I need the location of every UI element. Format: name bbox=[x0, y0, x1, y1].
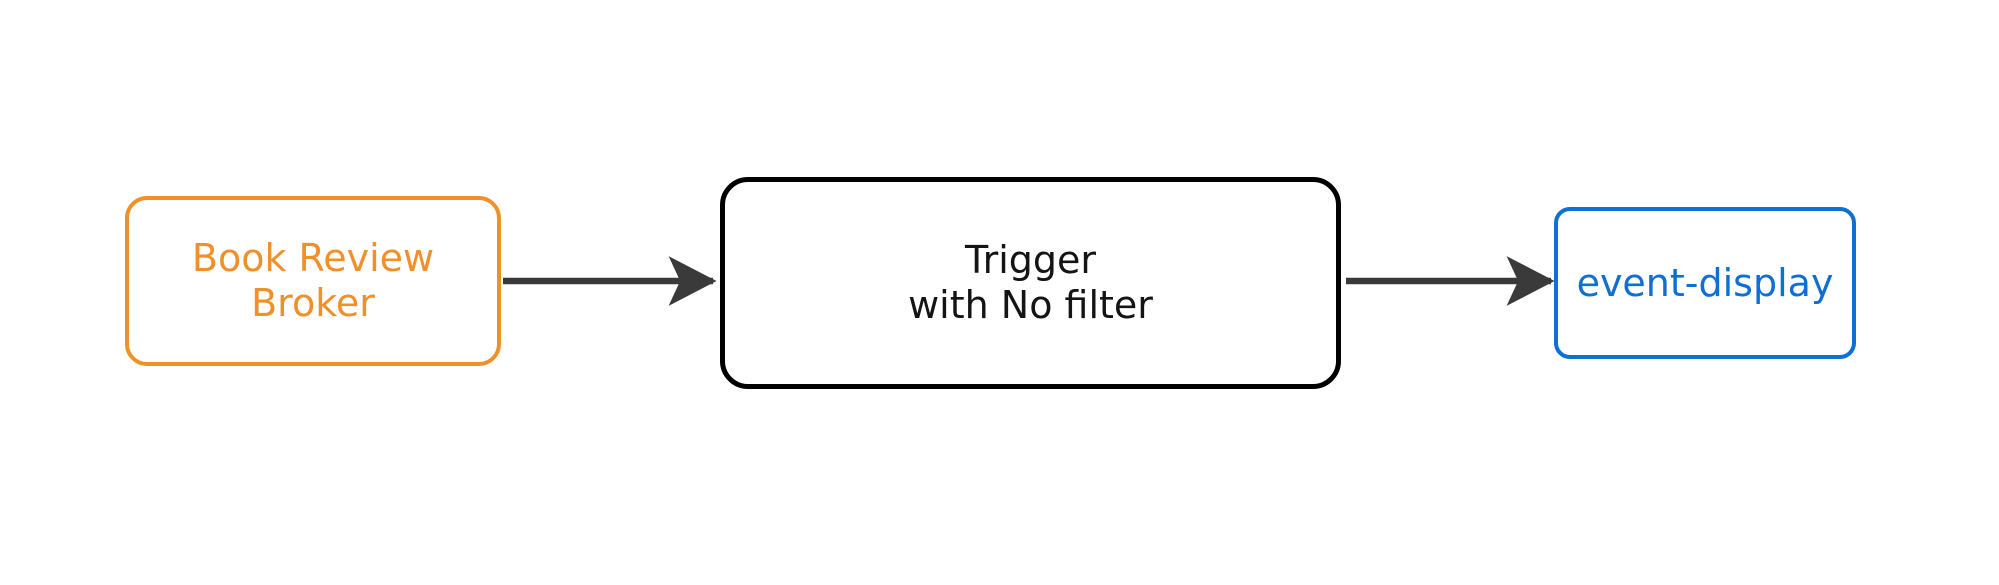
node-trigger-with-no-filter[interactable]: Trigger with No filter bbox=[720, 177, 1341, 389]
node-book-review-broker-label-line-2: Broker bbox=[251, 281, 375, 325]
node-book-review-broker[interactable]: Book Review Broker bbox=[125, 196, 501, 366]
node-event-display[interactable]: event-display bbox=[1554, 207, 1856, 359]
node-trigger-label-line-2: with No filter bbox=[908, 283, 1153, 327]
node-book-review-broker-label-line-1: Book Review bbox=[191, 236, 435, 281]
node-trigger-label-line-1: Trigger bbox=[964, 238, 1097, 283]
edge-broker-to-trigger[interactable] bbox=[503, 264, 715, 298]
node-event-display-label: event-display bbox=[1576, 260, 1834, 305]
edge-trigger-to-event-display[interactable] bbox=[1346, 264, 1553, 298]
